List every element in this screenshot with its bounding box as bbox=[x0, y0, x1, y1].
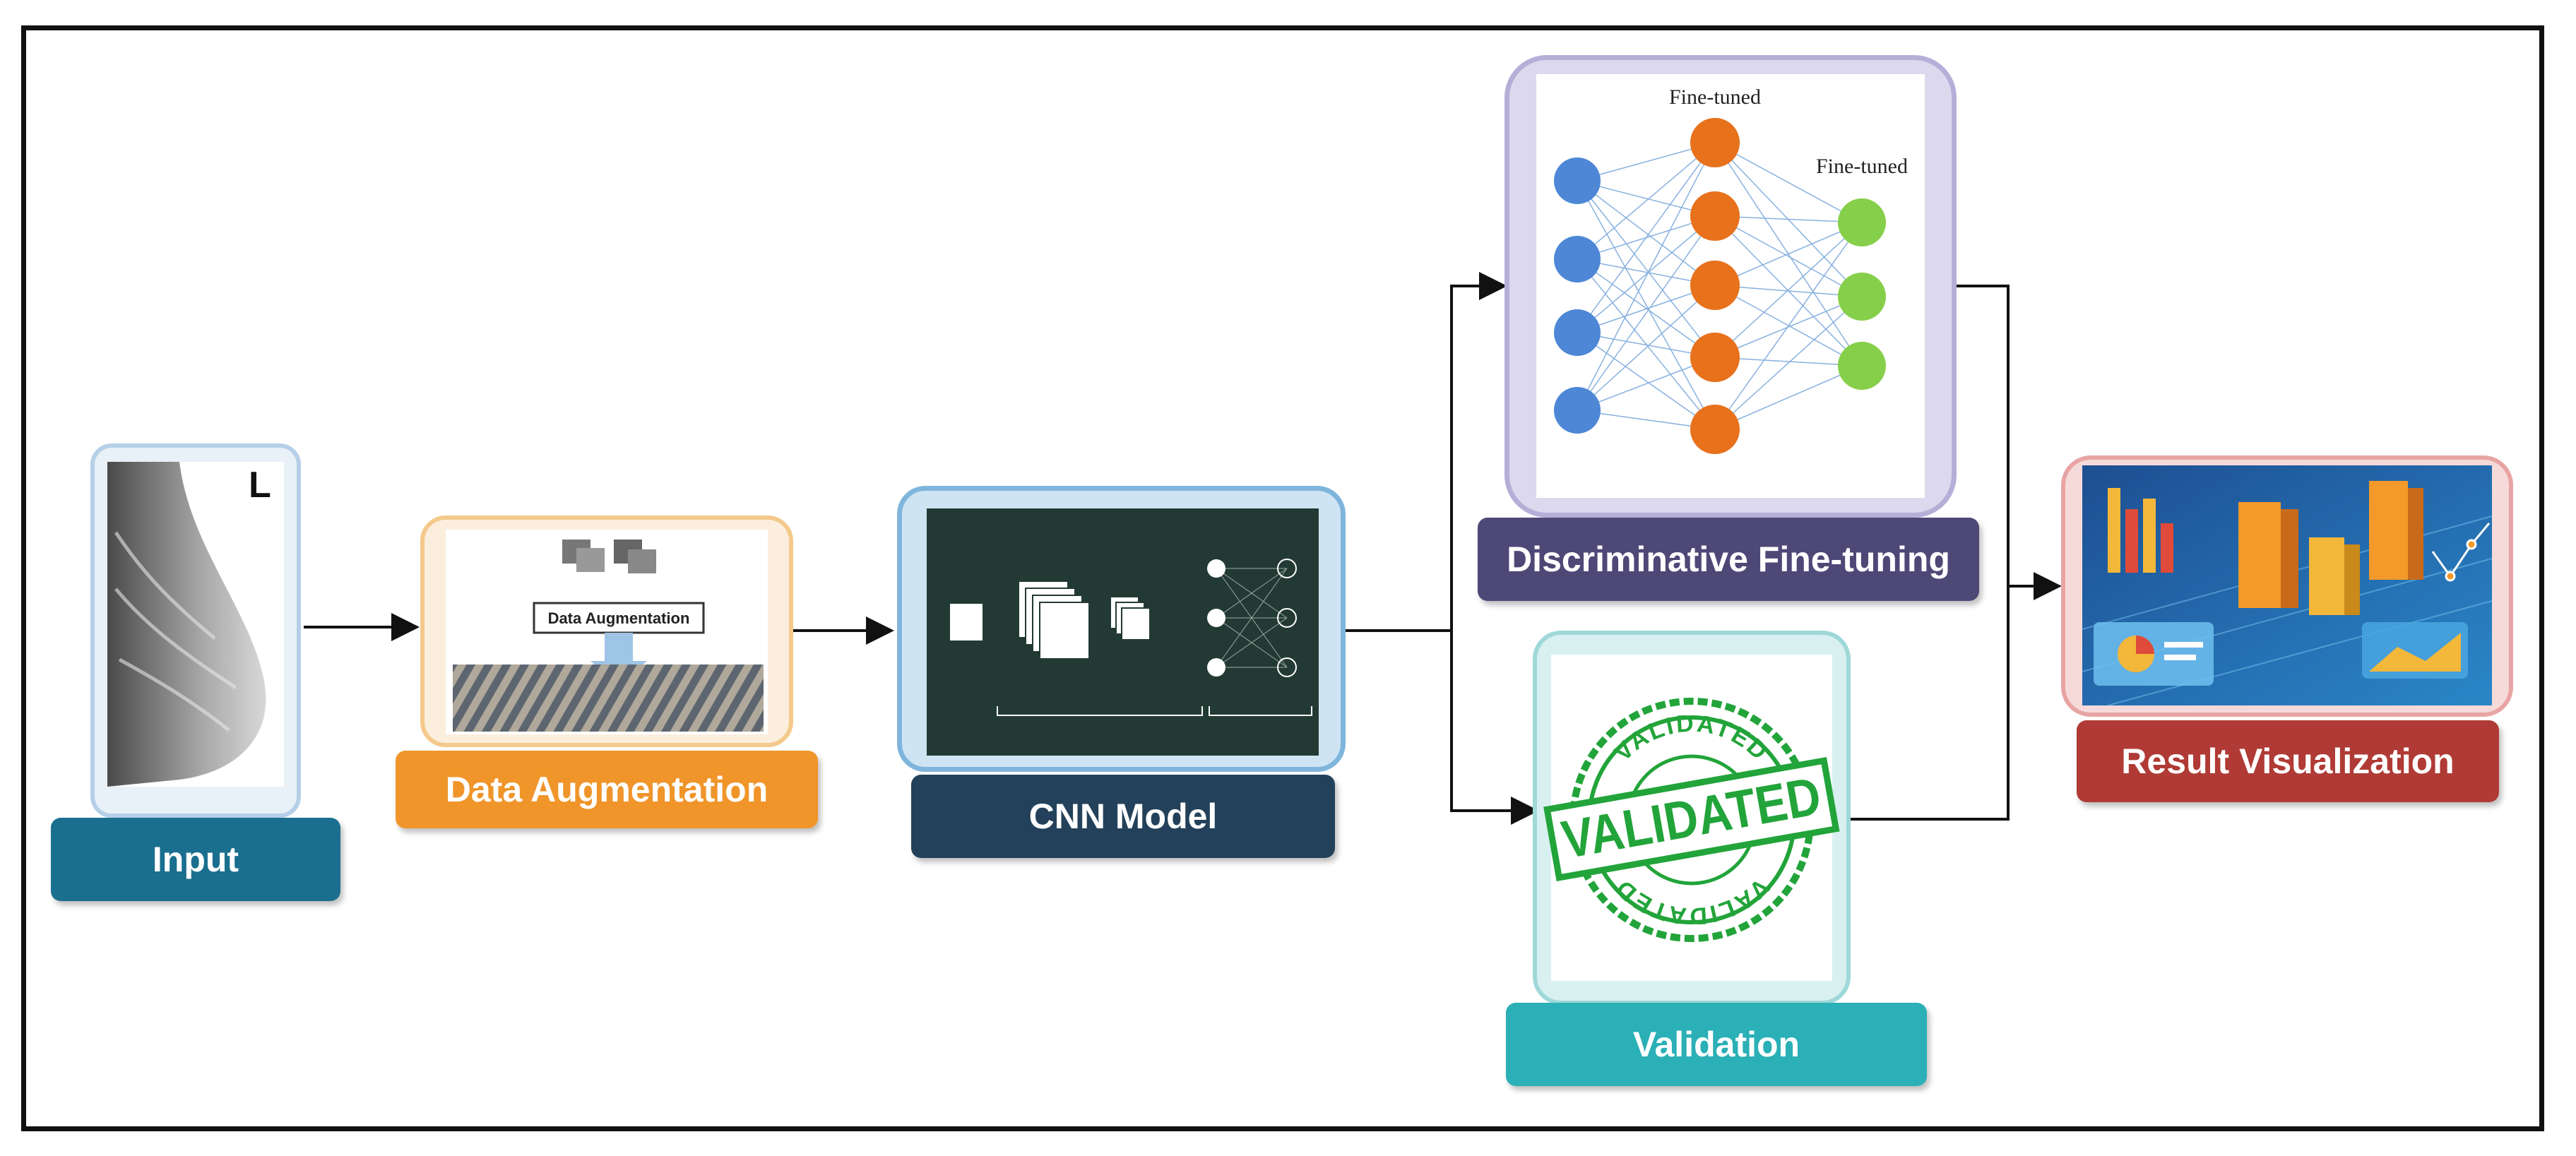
result-label: Result Visualization bbox=[2077, 720, 2499, 802]
input-label: Input bbox=[51, 818, 340, 901]
nn-output-layer bbox=[1838, 198, 1886, 390]
line-chart bbox=[2431, 523, 2491, 582]
input-card: L bbox=[90, 443, 301, 818]
mammogram-image: L bbox=[107, 462, 284, 787]
layer-label-hidden: Fine-tuned bbox=[1669, 85, 1761, 109]
cnn-label: CNN Model bbox=[911, 775, 1335, 858]
augmentation-image: Data Augmentation bbox=[446, 530, 768, 734]
outer-frame bbox=[21, 25, 2544, 1131]
finetune-label: Discriminative Fine-tuning bbox=[1478, 518, 1979, 601]
sample-images-top bbox=[562, 540, 656, 573]
line-finetune-to-merge bbox=[1949, 285, 2010, 586]
cnn-card bbox=[897, 486, 1346, 772]
result-card bbox=[2061, 455, 2513, 717]
augmentation-card: Data Augmentation bbox=[420, 516, 793, 747]
augmentation-inner-title: Data Augmentation bbox=[548, 609, 690, 627]
fc-connections bbox=[1216, 568, 1288, 668]
arrow-cnn-to-finetune bbox=[1346, 272, 1507, 632]
finetune-card: Fine-tuned Fine-tuned bbox=[1504, 55, 1957, 518]
augmentation-label: Data Augmentation bbox=[396, 751, 818, 828]
validated-stamp-image: VALIDATED VALIDATED VALIDATED bbox=[1543, 655, 1840, 981]
cnn-architecture-image bbox=[927, 508, 1319, 756]
result-visualization-image bbox=[2082, 465, 2493, 706]
nn-connections bbox=[1577, 142, 1863, 430]
nn-hidden-layer bbox=[1690, 118, 1740, 454]
neural-network-image: Fine-tuned Fine-tuned bbox=[1536, 74, 1925, 498]
bar-blocks bbox=[2108, 481, 2423, 615]
validation-card: VALIDATED VALIDATED VALIDATED bbox=[1533, 631, 1851, 1005]
nn-input-layer bbox=[1554, 157, 1601, 434]
corner-letter: L bbox=[249, 465, 271, 506]
conv-blocks bbox=[1018, 580, 1151, 660]
line-validation-to-merge bbox=[1847, 586, 2010, 821]
augmented-images-grid bbox=[453, 665, 764, 732]
dashboard-panels bbox=[2094, 622, 2468, 686]
arrow-cnn-to-validation bbox=[1450, 631, 1539, 825]
layer-label-output: Fine-tuned bbox=[1816, 155, 1908, 178]
validation-label: Validation bbox=[1506, 1003, 1927, 1086]
